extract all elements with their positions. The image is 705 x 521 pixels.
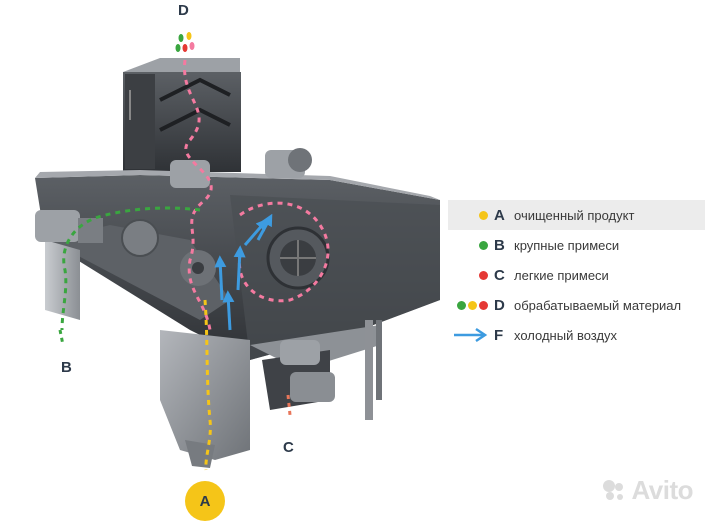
legend-row-f: F холодный воздух bbox=[448, 320, 705, 350]
green-dot-icon bbox=[457, 300, 466, 310]
watermark: Avito bbox=[601, 475, 693, 506]
top-hopper bbox=[123, 58, 241, 172]
material-flow bbox=[183, 59, 213, 331]
brush-roller bbox=[121, 219, 159, 257]
red-dot-icon bbox=[479, 270, 488, 280]
yellow-dot-icon bbox=[479, 210, 488, 220]
legend-key: D bbox=[494, 296, 505, 314]
yellow-dot-icon bbox=[468, 300, 477, 310]
arrow-right-icon bbox=[454, 327, 488, 343]
legend-marker-d bbox=[448, 300, 494, 310]
coarse-impurity-flow bbox=[60, 206, 201, 331]
motor-bottom bbox=[280, 340, 335, 402]
legend-row-a: A очищенный продукт bbox=[448, 200, 705, 230]
outlet-label-a: A bbox=[199, 492, 211, 510]
drum bbox=[266, 226, 330, 290]
legend-marker-a bbox=[448, 210, 494, 220]
legend-key: B bbox=[494, 236, 505, 254]
legend-key: F bbox=[494, 326, 504, 344]
legend-text: крупные примеси bbox=[514, 237, 620, 253]
legend-marker-f bbox=[448, 327, 494, 343]
red-dot-icon bbox=[479, 300, 488, 310]
legend: A очищенный продукт B крупные примеси C … bbox=[448, 200, 705, 350]
legend-text: обрабатываемый материал bbox=[514, 297, 682, 313]
product-flow bbox=[203, 299, 212, 471]
gear bbox=[180, 250, 216, 286]
legend-text: легкие примеси bbox=[514, 267, 609, 283]
legend-text: очищенный продукт bbox=[514, 207, 635, 223]
outlet-label-a-badge: A bbox=[185, 481, 225, 521]
input-material-dots bbox=[175, 32, 195, 52]
main-body bbox=[35, 170, 440, 468]
motor-mid bbox=[170, 160, 210, 188]
legend-row-c: C легкие примеси bbox=[448, 260, 705, 290]
outlet-label-b: B bbox=[61, 359, 72, 376]
legend-key: A bbox=[494, 206, 505, 224]
legend-row-d: D обрабатываемый материал bbox=[448, 290, 705, 320]
legend-marker-b bbox=[448, 240, 494, 250]
legend-row-b: B крупные примеси bbox=[448, 230, 705, 260]
light-impurity-flow bbox=[286, 394, 292, 416]
outlet-label-d: D bbox=[178, 2, 189, 19]
avito-logo-icon bbox=[603, 479, 624, 500]
legend-key: C bbox=[494, 266, 505, 284]
motor-top bbox=[265, 148, 312, 178]
motor-left bbox=[35, 210, 103, 243]
light-impurity-loop bbox=[237, 201, 330, 303]
watermark-text: Avito bbox=[631, 475, 693, 505]
cold-air-arrows bbox=[214, 213, 273, 331]
green-dot-icon bbox=[479, 240, 488, 250]
outlet-label-c: C bbox=[283, 439, 294, 456]
legend-marker-c bbox=[448, 270, 494, 280]
legend-text: холодный воздух bbox=[514, 327, 618, 343]
